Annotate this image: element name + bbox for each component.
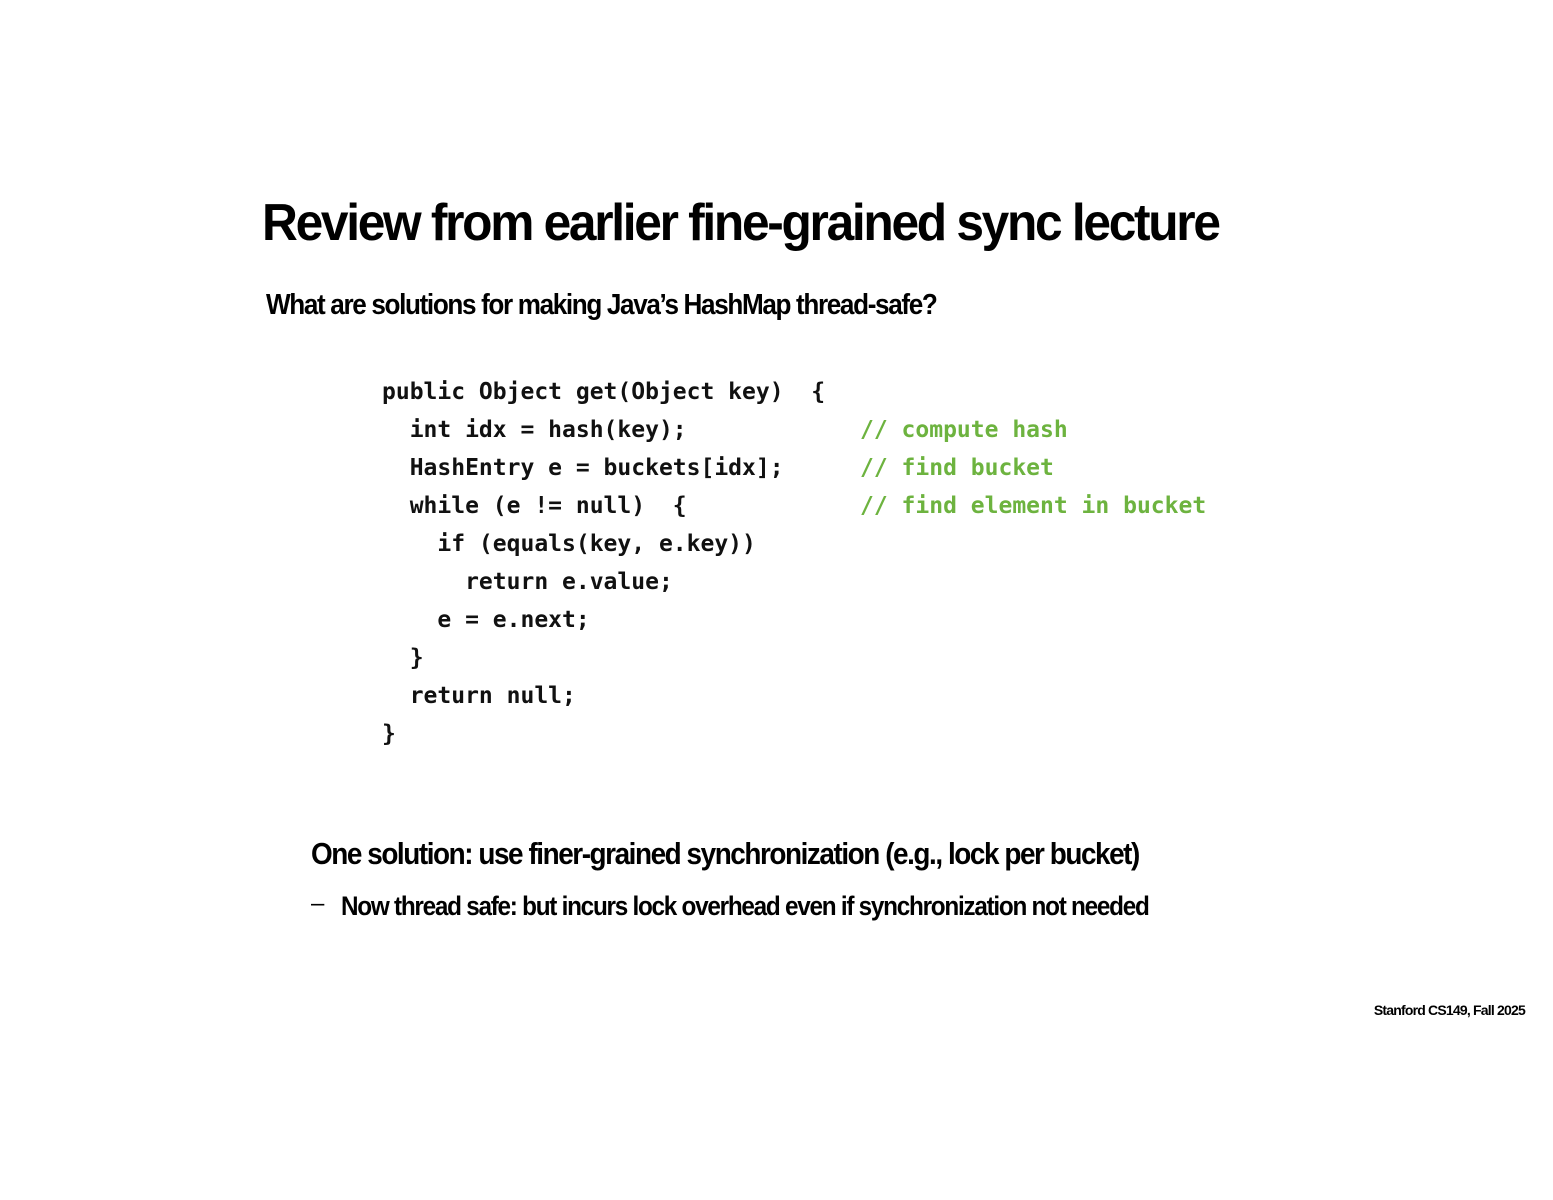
code-comment: // find element in bucket: [860, 493, 1207, 519]
slide-title: Review from earlier fine-grained sync le…: [262, 194, 1221, 252]
code-comment: // compute hash: [860, 417, 1068, 443]
code-line: HashEntry e = buckets[idx];: [382, 455, 784, 481]
solution-heading: One solution: use finer-grained synchron…: [311, 836, 1140, 871]
code-line: return null;: [382, 683, 576, 709]
code-line: while (e != null) {: [382, 493, 687, 519]
code-line: }: [382, 645, 424, 671]
code-line: e = e.next;: [382, 607, 590, 633]
bullet-text: Now thread safe: but incurs lock overhea…: [341, 891, 1150, 921]
slide-footer: Stanford CS149, Fall 2025: [1373, 1002, 1526, 1018]
bullet-marker: –: [311, 890, 325, 917]
code-comment: // find bucket: [860, 455, 1054, 481]
code-line: int idx = hash(key);: [382, 417, 687, 443]
code-line: public Object get(Object key) {: [382, 379, 826, 405]
slide-subtitle: What are solutions for making Java’s Has…: [266, 289, 938, 321]
code-line: return e.value;: [382, 569, 673, 595]
code-line: }: [382, 721, 396, 747]
code-block: public Object get(Object key) { int idx …: [382, 377, 1282, 757]
code-line: if (equals(key, e.key)): [382, 531, 756, 557]
